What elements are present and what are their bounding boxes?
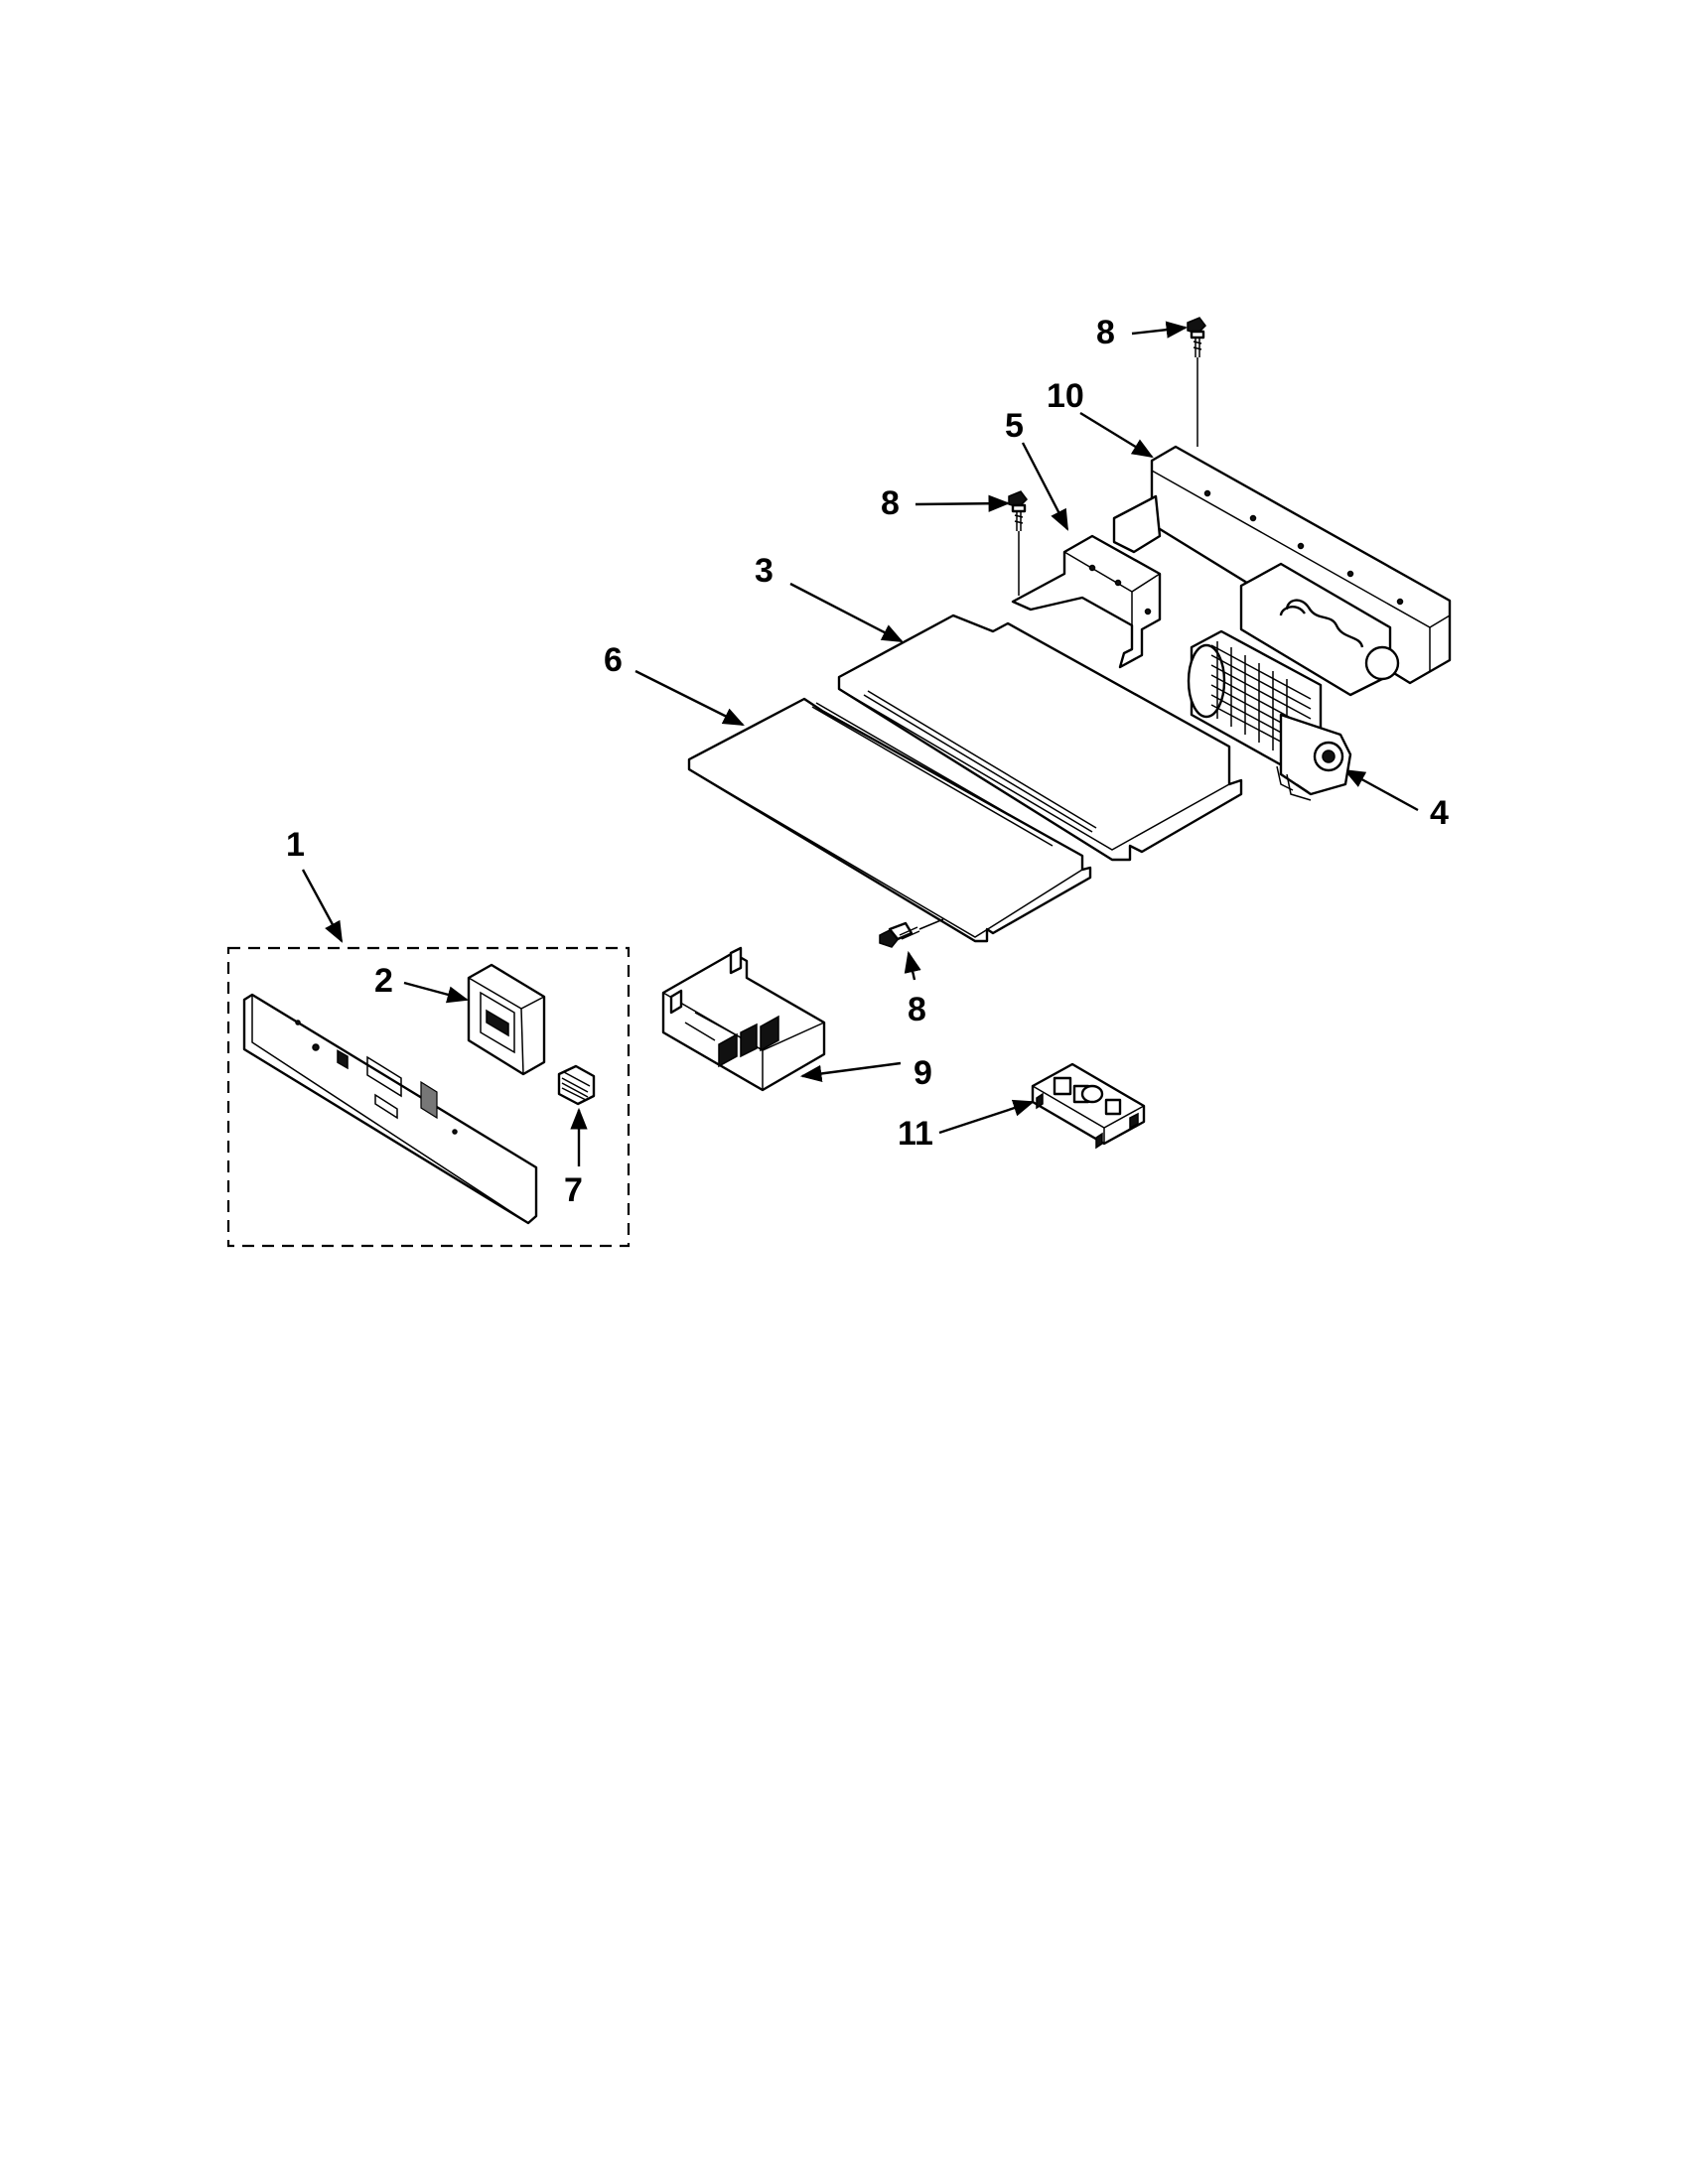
callout-2: 2 xyxy=(374,962,393,1000)
control-panel-icon xyxy=(242,993,538,1225)
upper-panel-icon xyxy=(837,614,1243,862)
cooling-fan-icon xyxy=(1187,629,1352,801)
callout-10: 10 xyxy=(1047,377,1084,415)
power-supply-board-icon xyxy=(1031,1062,1146,1150)
screw-icon-middle xyxy=(1008,490,1028,596)
leader-lines xyxy=(301,321,1419,1166)
callout-4: 4 xyxy=(1430,794,1449,832)
callout-8-bottom: 8 xyxy=(908,991,926,1028)
screw-icon-bottom xyxy=(879,918,944,948)
callout-8-top: 8 xyxy=(1096,314,1115,351)
callout-11: 11 xyxy=(898,1115,933,1153)
control-panel-assembly-box xyxy=(226,946,631,1248)
callout-8-middle: 8 xyxy=(881,484,900,522)
screw-icon-top xyxy=(1187,317,1206,447)
mounting-rail-icon xyxy=(1112,445,1452,697)
terminal-block-housing-icon xyxy=(661,946,826,1092)
callout-9: 9 xyxy=(914,1054,932,1092)
bracket-icon xyxy=(1011,534,1162,669)
circuit-board-bracket-icon xyxy=(467,963,546,1076)
callout-3: 3 xyxy=(755,552,774,590)
callout-1: 1 xyxy=(286,826,305,864)
lower-panel-icon xyxy=(687,697,1092,943)
callout-5: 5 xyxy=(1005,407,1024,445)
callout-6: 6 xyxy=(604,641,623,679)
callout-7: 7 xyxy=(564,1171,583,1209)
keypad-connector-icon xyxy=(557,1064,596,1106)
